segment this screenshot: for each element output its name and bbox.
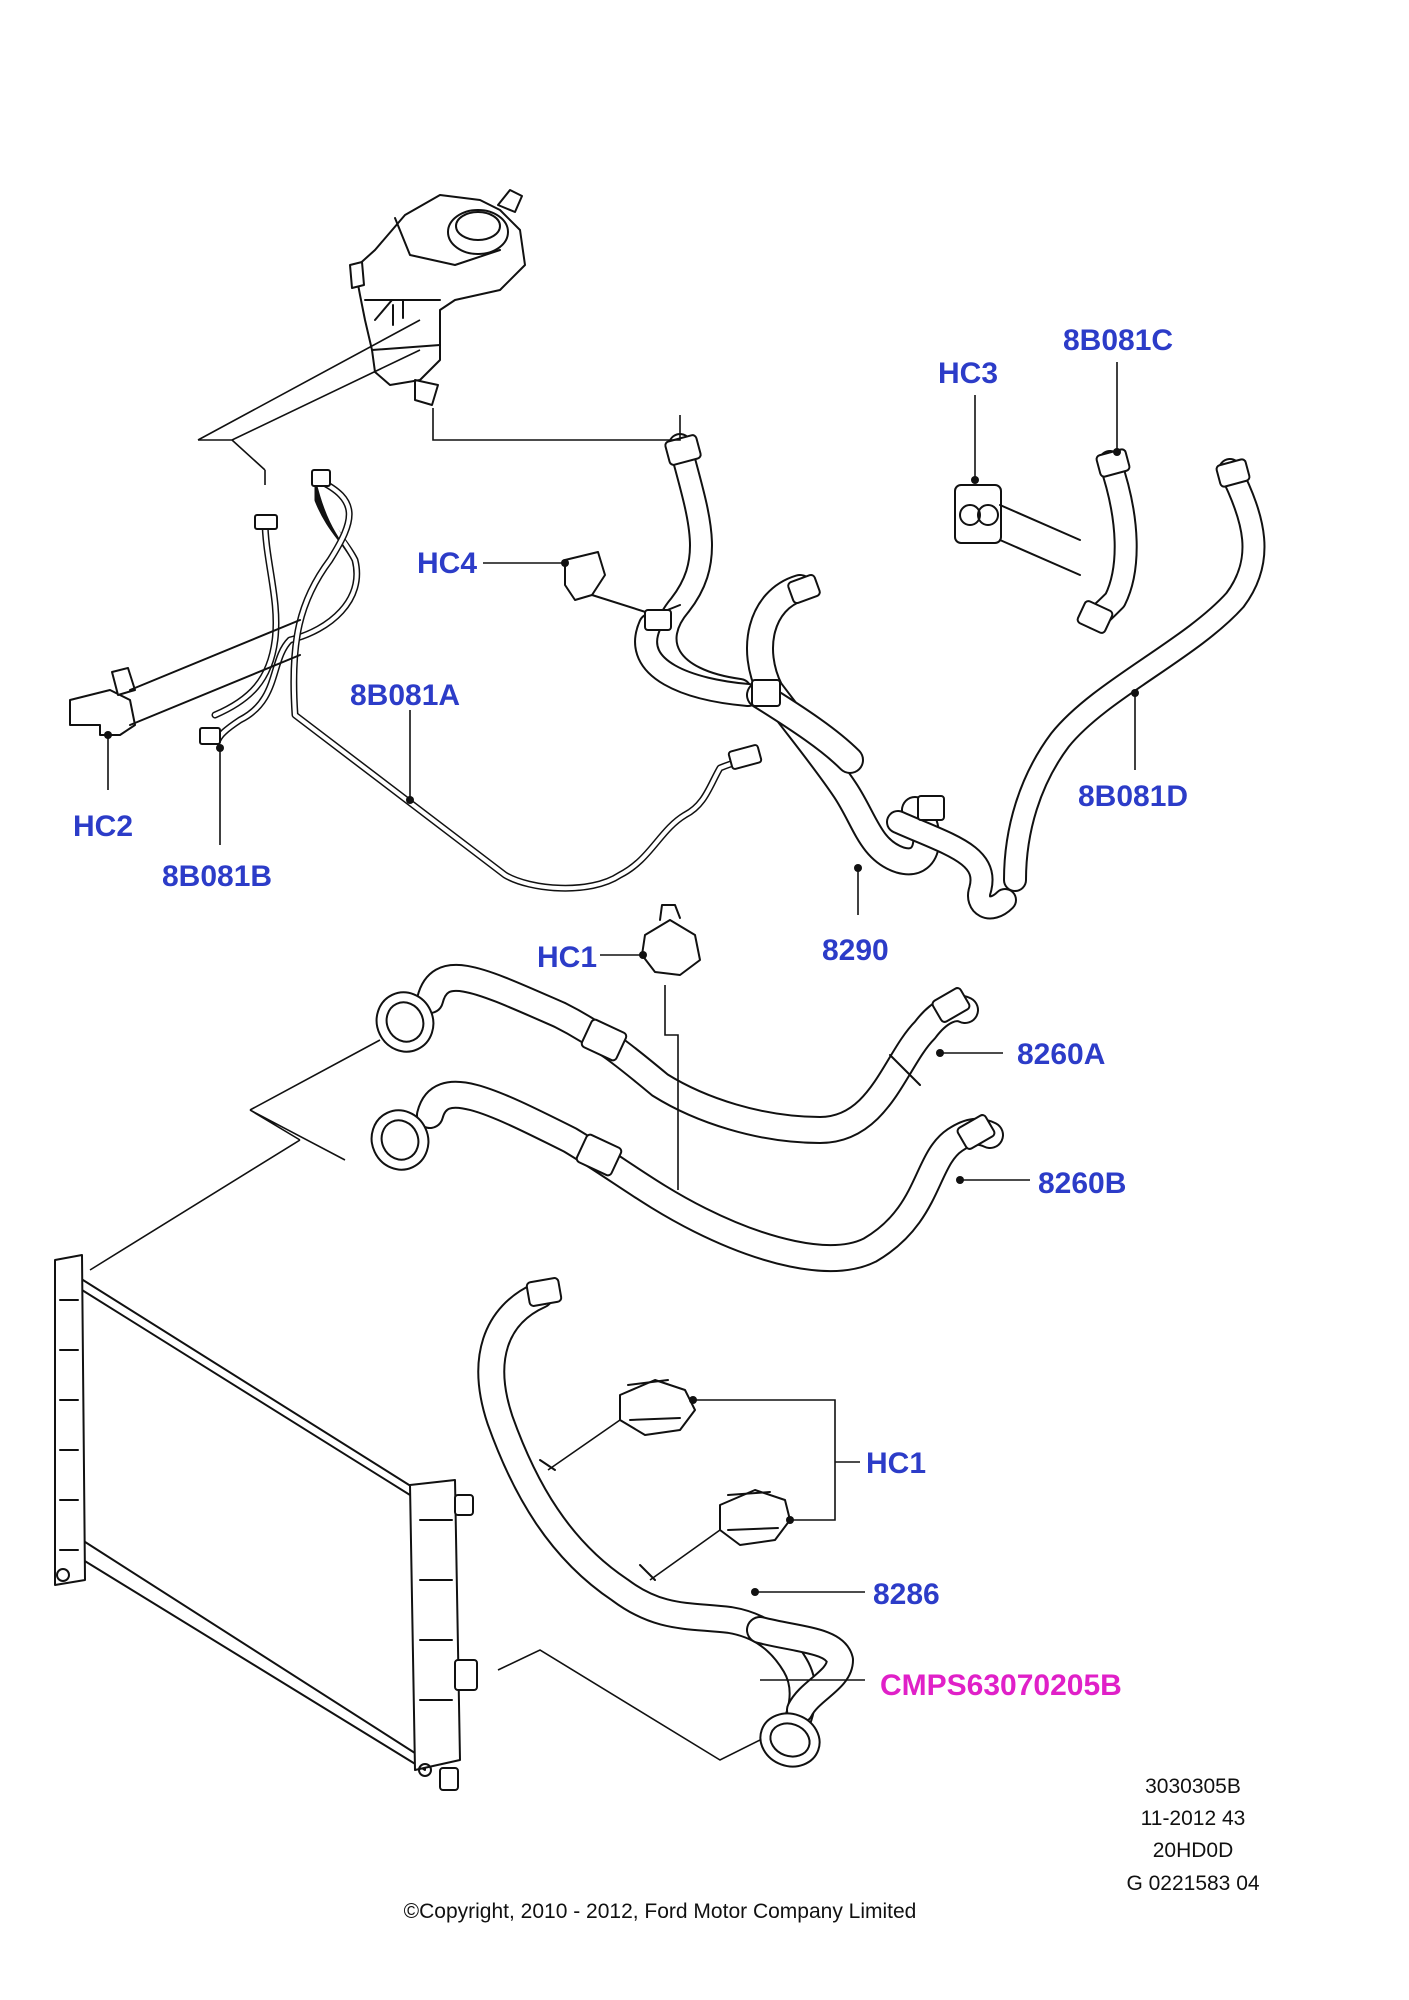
callout-hc4: HC4 [417, 547, 477, 580]
radiator-hoses-top [89, 904, 1004, 1273]
reference-line-4: G 0221583 04 [1126, 1872, 1259, 1895]
lower-radiator-hose [477, 1277, 854, 1768]
reference-line-3: 20HD0D [1153, 1839, 1234, 1862]
callout-leaders [104, 362, 1139, 1681]
callout-8b081b: 8B081B [162, 860, 272, 893]
reference-line-1: 3030305B [1145, 1775, 1241, 1798]
callout-cmps63070205b: CMPS63070205B [880, 1669, 1122, 1702]
callout-8260a: 8260A [1017, 1038, 1105, 1071]
callout-hc1-bottom: HC1 [866, 1447, 926, 1480]
callout-8290: 8290 [822, 934, 889, 967]
reference-line-2: 11-2012 43 [1141, 1807, 1246, 1830]
callout-hc3: HC3 [938, 357, 998, 390]
reference-block: 3030305B 11-2012 43 20HD0D G 0221583 04 [1126, 1775, 1259, 1895]
callout-hc1-top: HC1 [537, 941, 597, 974]
callout-8260b: 8260B [1038, 1167, 1126, 1200]
callout-8286: 8286 [873, 1578, 940, 1611]
copyright-notice: ©Copyright, 2010 - 2012, Ford Motor Comp… [404, 1900, 917, 1923]
callout-8b081a: 8B081A [350, 679, 460, 712]
hose-upper-assembly [432, 408, 1266, 920]
callout-8b081d: 8B081D [1078, 780, 1188, 813]
callout-hc2: HC2 [73, 810, 133, 843]
expansion-tank [349, 189, 526, 406]
callout-8b081c: 8B081C [1063, 324, 1173, 357]
bleed-tubes [69, 319, 763, 892]
radiator [54, 1254, 771, 1791]
